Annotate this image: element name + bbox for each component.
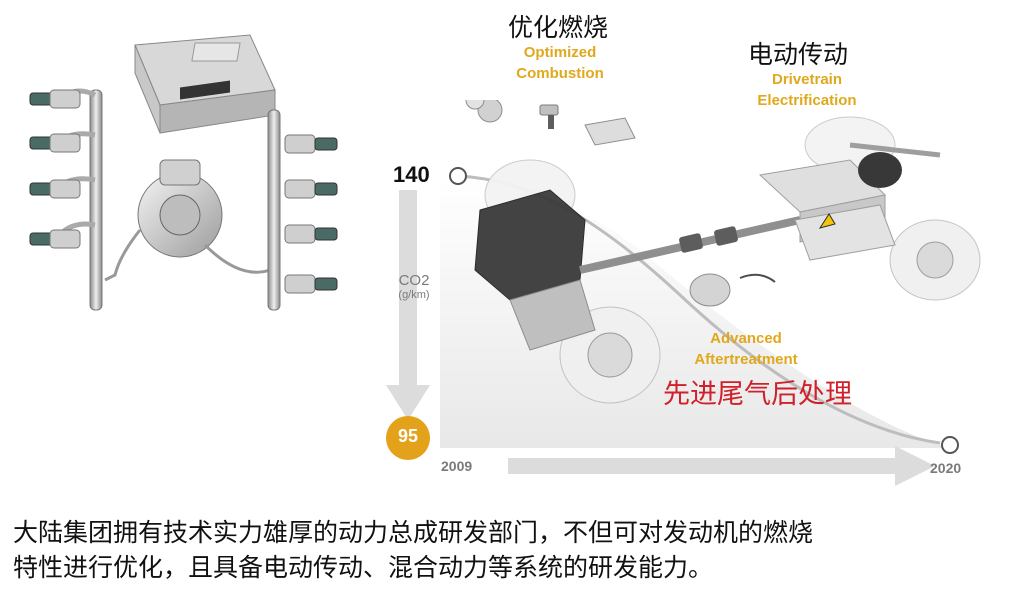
down-arrow-icon [386,190,430,420]
drivetrain-en-line1: Drivetrain [771,71,843,88]
optimized-combustion-en: Optimized Combustion [506,42,614,84]
caption-line2: 特性进行优化，且具备电动传动、混合动力等系统的研发能力。 [13,553,714,582]
x-axis-end-year: 2020 [930,460,962,476]
aftertreatment-en: Advanced Aftertreatment [680,328,812,370]
x-axis-start-year: 2009 [441,458,473,474]
aftertreatment-en-line2: Aftertreatment [694,351,798,368]
caption-text: 大陆集团拥有技术实力雄厚的动力总成研发部门，不但可对发动机的燃烧 特性进行优化，… [13,515,813,585]
optimized-combustion-zh: 优化燃烧 [508,13,609,42]
optimized-en-line2: Combustion [516,65,604,82]
target-circle-icon [386,416,430,460]
optimized-en-line1: Optimized [523,44,597,61]
right-arrow-icon [508,446,935,486]
y-axis-top-value: 140 [393,162,430,187]
y-axis-target-value: 95 [397,426,419,446]
caption-line1: 大陆集团拥有技术实力雄厚的动力总成研发部门，不但可对发动机的燃烧 [13,518,814,547]
y-axis-unit-line2: (g/km) [398,289,430,301]
drivetrain-en-line2: Electrification [757,92,857,109]
end-marker-icon [941,436,959,454]
start-marker-icon [449,167,467,185]
aftertreatment-zh: 先进尾气后处理 [663,379,852,410]
vehicle-chassis-icon [465,100,981,404]
fuel-system-illustration [29,34,338,311]
right-fuel-rail-icon [267,109,338,311]
y-axis-unit-label: CO2 (g/km) [391,272,437,301]
drivetrain-electrification-en: Drivetrain Electrification [745,69,869,111]
left-fuel-rail-icon [29,88,103,311]
high-pressure-pump-icon [104,159,271,282]
drivetrain-electrification-zh: 电动传动 [748,40,849,69]
ecu-unit-icon [134,34,276,134]
y-axis-unit-line1: CO2 [398,272,430,289]
aftertreatment-en-line1: Advanced [710,330,782,347]
co2-vehicle-graphic [386,100,981,486]
